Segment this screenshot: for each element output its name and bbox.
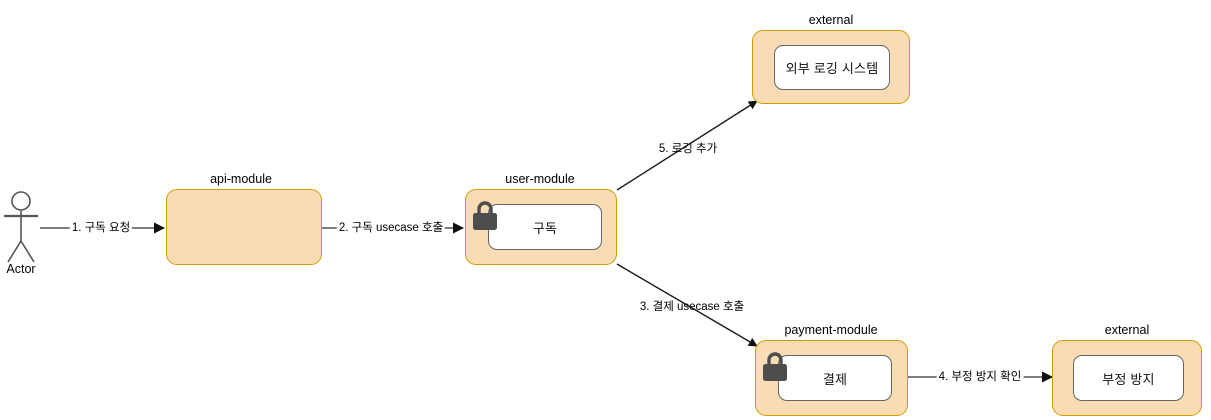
actor-icon — [4, 191, 38, 263]
edge-label-2: 2. 구독 usecase 호출 — [336, 221, 446, 235]
component-label: 부정 방지 — [1102, 371, 1155, 387]
module-user-module[interactable]: 구독 — [465, 189, 617, 265]
component-external-logging-system[interactable]: 외부 로깅 시스템 — [774, 45, 890, 90]
edge-label-1: 1. 구독 요청 — [69, 221, 133, 235]
module-title-external-fraud: external — [1104, 323, 1150, 337]
component-user-module-subscribe[interactable]: 구독 — [488, 204, 602, 250]
module-external-fraud[interactable]: 부정 방지 — [1052, 340, 1202, 416]
component-label: 외부 로깅 시스템 — [785, 61, 879, 76]
component-external-fraud-prevention[interactable]: 부정 방지 — [1073, 355, 1184, 401]
edge-label-5: 5. 로깅 추가 — [658, 143, 718, 155]
module-api-module[interactable] — [166, 189, 322, 265]
actor-label: Actor — [6, 262, 36, 276]
module-title-user-module: user-module — [505, 172, 575, 186]
component-label: 결제 — [822, 371, 848, 387]
module-title-api-module: api-module — [210, 172, 272, 186]
module-title-external-logging: external — [808, 13, 854, 27]
lock-icon — [473, 201, 497, 230]
module-external-logging[interactable]: 외부 로깅 시스템 — [752, 30, 910, 104]
component-payment-module-payment[interactable]: 결제 — [778, 355, 892, 401]
component-label: 구독 — [532, 220, 558, 236]
lock-icon — [763, 352, 787, 381]
module-payment-module[interactable]: 결제 — [755, 340, 908, 416]
module-title-payment-module: payment-module — [784, 323, 878, 337]
edge-label-3: 3. 결제 usecase 호출 — [639, 301, 745, 313]
edge-label-4: 4. 부정 방지 확인 — [936, 370, 1024, 384]
